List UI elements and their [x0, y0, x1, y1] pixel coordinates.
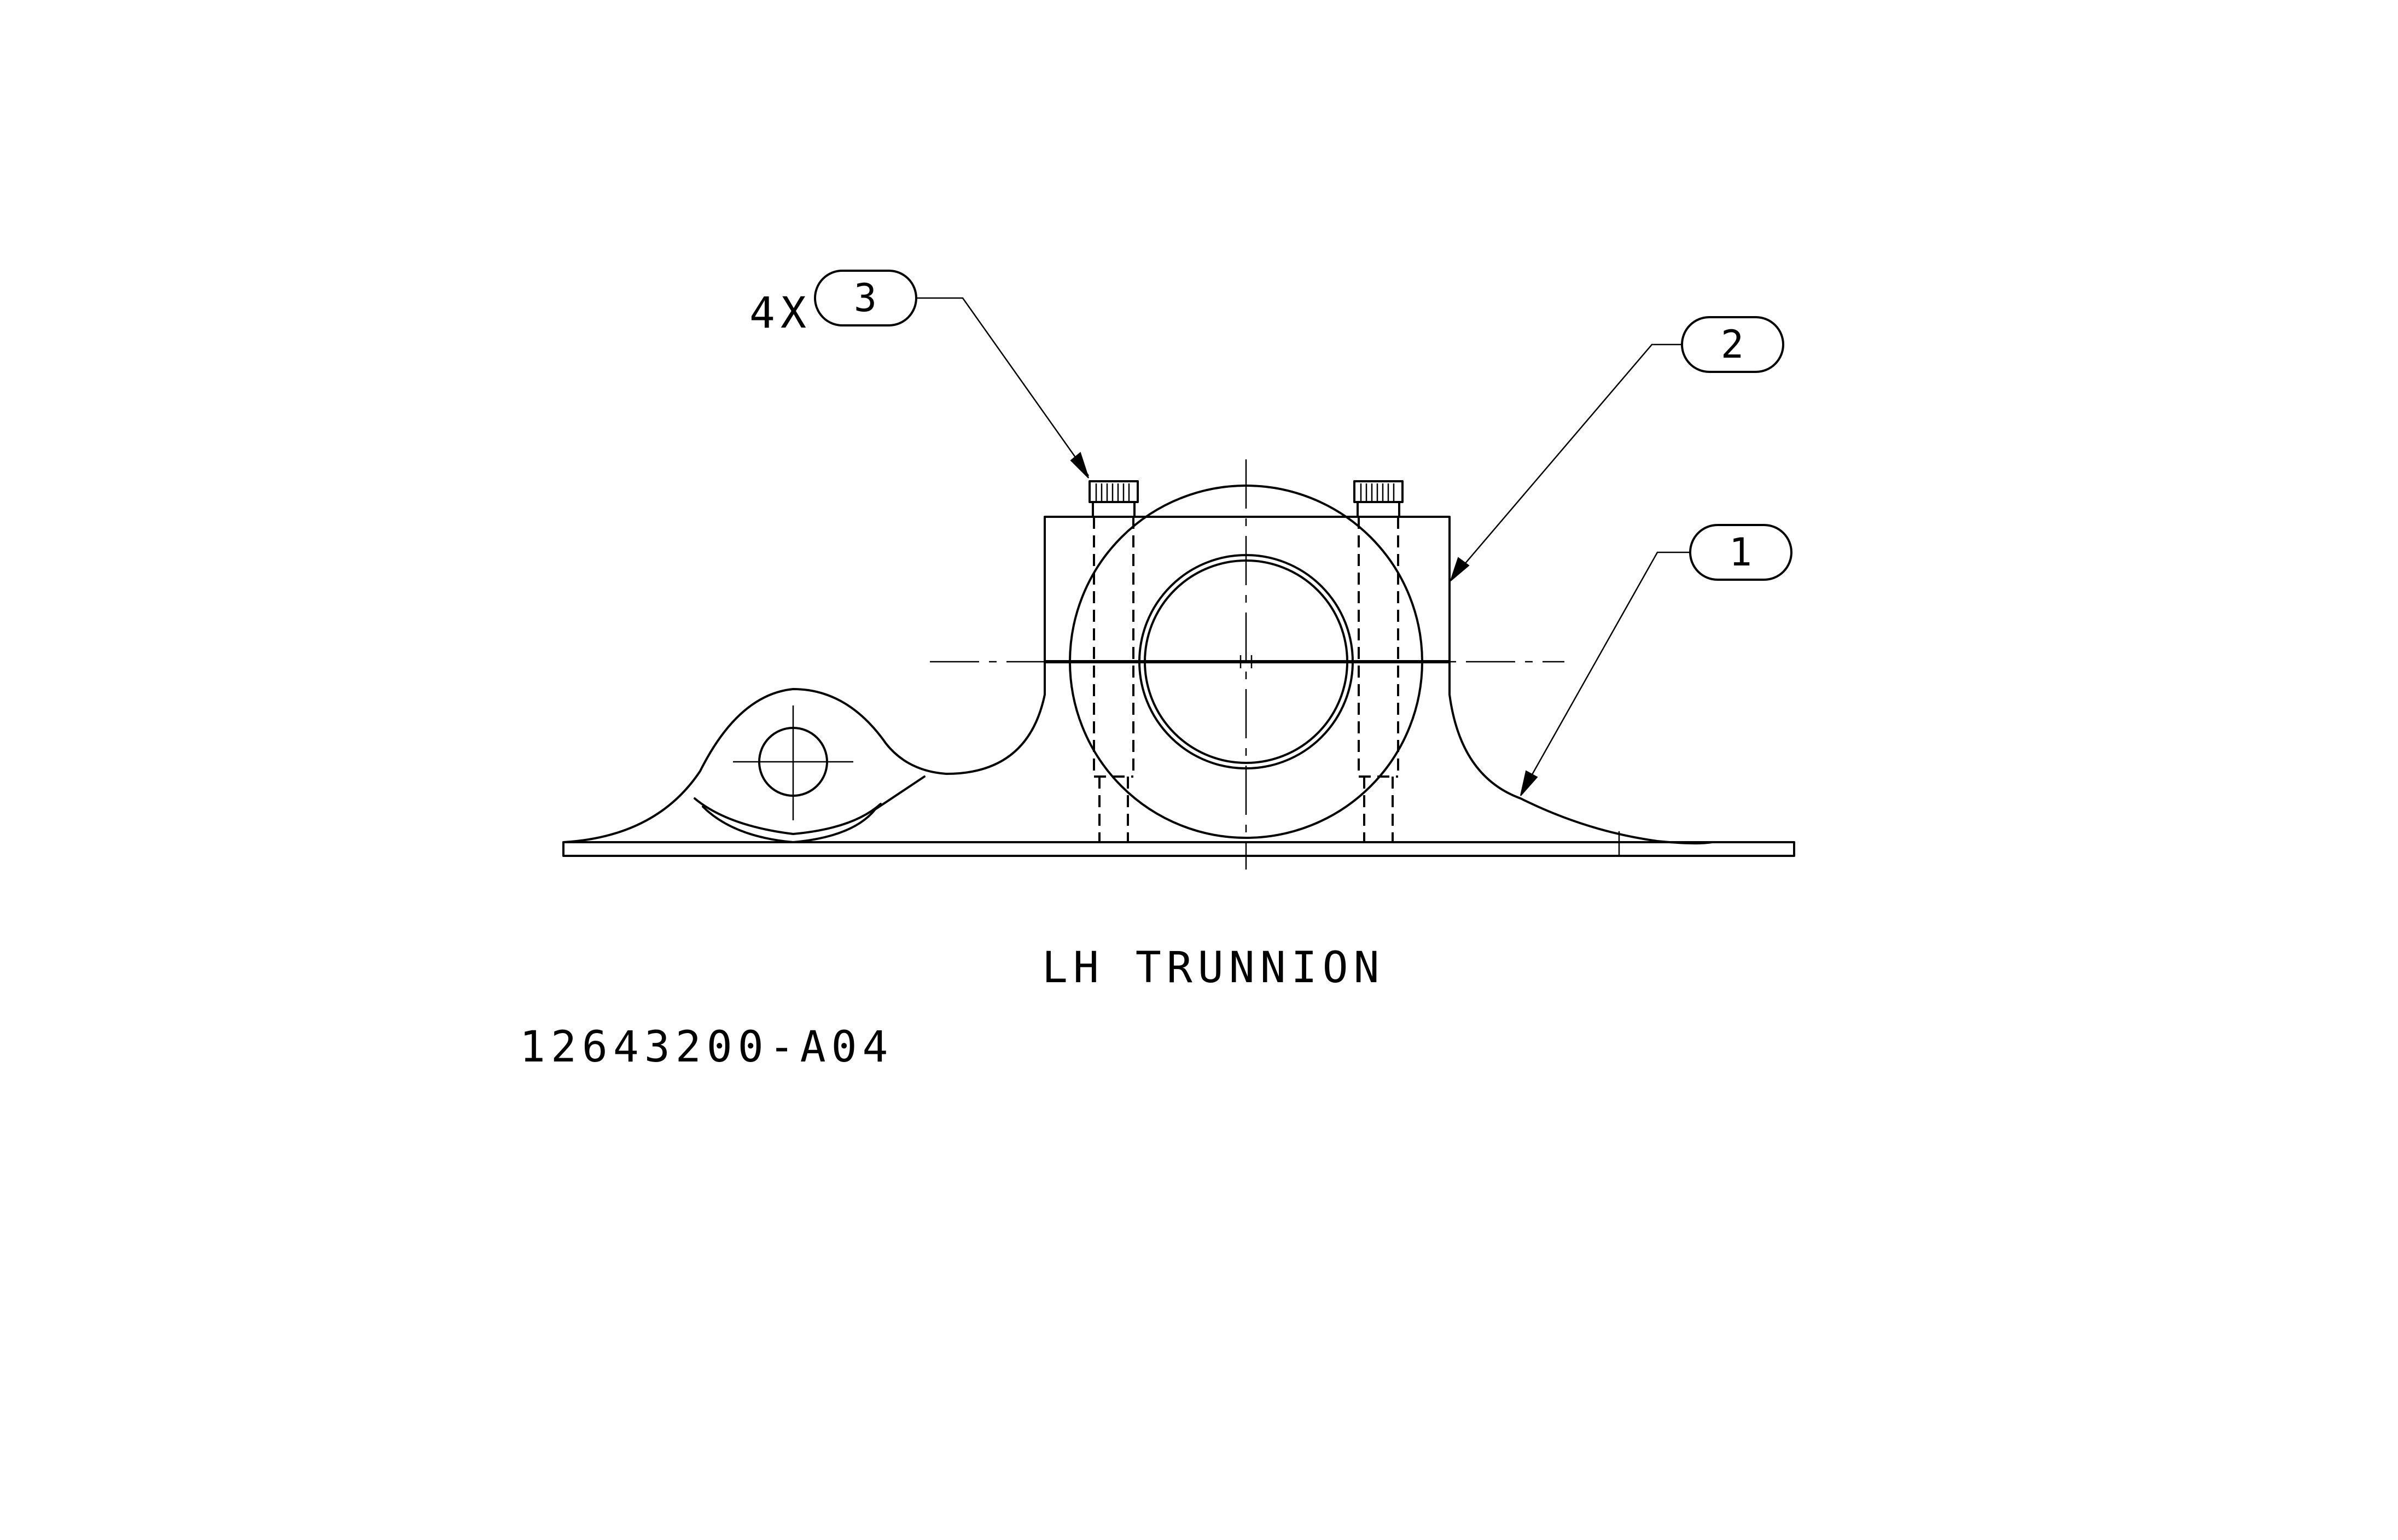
balloon-3-qty: 4X [749, 289, 812, 338]
bolt-left [1089, 480, 1139, 842]
view-title: LH TRUNNION [1042, 943, 1385, 993]
balloon-1-label: 1 [1729, 530, 1752, 575]
balloon-3: 4X 3 [749, 270, 1090, 479]
balloon-2-label: 2 [1721, 322, 1744, 367]
bearing [930, 459, 1564, 870]
balloon-2: 2 [1449, 316, 1784, 583]
drawing-number: 12643200-A04 [520, 1023, 894, 1072]
right-fillet [1448, 693, 1713, 856]
left-ear [562, 688, 1046, 843]
balloon-3-label: 3 [854, 276, 877, 320]
base-plate [562, 841, 1795, 857]
bolt-right [1353, 480, 1404, 842]
balloon-1: 1 [1520, 524, 1792, 796]
cap-block [1044, 516, 1451, 696]
